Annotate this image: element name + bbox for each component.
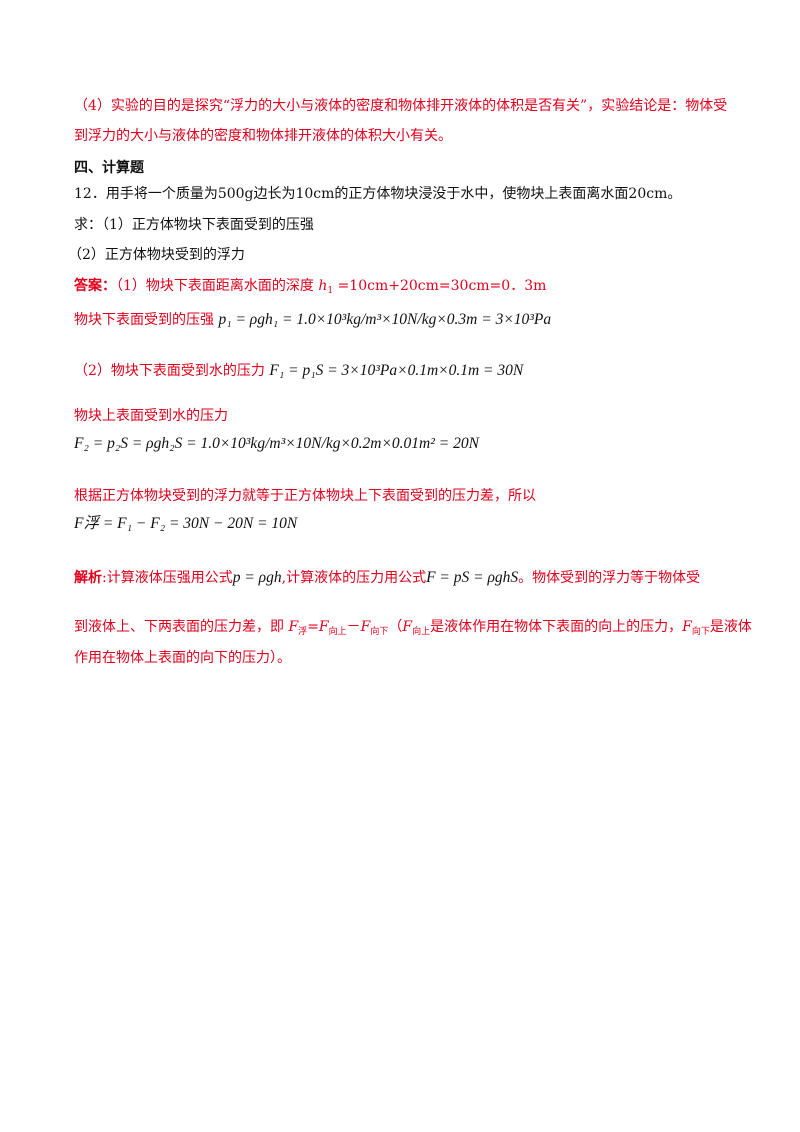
force-formula: F = pS = ρghS <box>426 569 519 586</box>
question-12: 12．用手将一个质量为500g边长为10cm的正方体物块浸没于水中，使物块上表面… <box>74 186 682 202</box>
equals-sign: = <box>307 619 319 635</box>
force-subscript-upward-1: 向上 <box>328 627 347 637</box>
force-subscript-downward-1: 向下 <box>370 627 389 637</box>
top-force-text: 物块上表面受到水的压力 <box>74 408 228 424</box>
bottom-force-line: （2）物块下表面受到水的压力 F₁ = p₁S = 3×10³Pa×0.1m×0… <box>74 361 523 381</box>
answer-depth-prefix: （1）物块下表面距离水面的深度 <box>116 278 319 294</box>
force-symbol-2: F <box>318 619 329 635</box>
answer-depth-value: =10cm+20cm=30cm=0．3m <box>333 278 547 294</box>
buoyancy-equation-line: F浮 = F₁ − F₂ = 30N − 20N = 10N <box>74 514 297 534</box>
pressure-text: 物块下表面受到的压强 <box>74 312 214 328</box>
buoyancy-reason-text: 根据正方体物块受到的浮力就等于正方体物块上下表面受到的压力差，所以 <box>74 488 536 504</box>
pressure-equation: p₁ = ρgh₁ = 1.0×10³kg/m³×10N/kg×0.3m = 3… <box>218 311 552 328</box>
explanation-text-a: 计算液体压强用公式 <box>106 570 233 586</box>
section-heading: 四、计算题 <box>74 160 144 176</box>
explanation-text-c: 。物体受到的浮力等于物体受 <box>518 570 701 586</box>
explanation-line-2: 到液体上、下两表面的压力差，即 F浮=F向上－F向下（F向上是液体作用在物体下表… <box>74 617 752 642</box>
explanation2-text-d: 是液体 <box>709 619 752 635</box>
bottom-force-text: （2）物块下表面受到水的压力 <box>74 363 265 379</box>
force-subscript-downward-2: 向下 <box>691 627 710 637</box>
answer-label: 答案： <box>74 278 116 294</box>
force-symbol-3: F <box>360 619 371 635</box>
explanation-line-3: 作用在物体上表面的向下的压力）。 <box>74 650 291 666</box>
force-subscript-upward-2: 向上 <box>412 627 431 637</box>
top-force-equation: F₂ = p₂S = ρgh₂S = 1.0×10³kg/m³×10N/kg×0… <box>74 435 479 452</box>
explanation-text-b: ,计算液体的压力用公式 <box>281 570 427 586</box>
explanation2-text-a: 到液体上、下两表面的压力差，即 <box>74 619 289 635</box>
explanation-line-1: 解析:计算液体压强用公式p = ρgh,计算液体的压力用公式F = pS = ρ… <box>74 568 700 588</box>
pressure-formula: p = ρgh <box>232 569 282 586</box>
explanation2-paren: （ <box>388 619 403 635</box>
explanation-colon: : <box>102 570 107 586</box>
pressure-line: 物块下表面受到的压强 p₁ = ρgh₁ = 1.0×10³kg/m³×10N/… <box>74 310 551 330</box>
force-subscript-buoyancy: 浮 <box>298 627 308 637</box>
explanation2-text-c: 是液体作用在物体下表面的向上的压力， <box>430 619 683 635</box>
force-symbol-5: F <box>682 619 692 635</box>
answer-line-4-part1: （4）实验的目的是探究“浮力的大小与液体的密度和物体排开液体的体积是否有关”，实… <box>74 98 728 114</box>
buoyancy-equation: F浮 = F₁ − F₂ = 30N − 20N = 10N <box>74 515 298 532</box>
force-symbol-4: F <box>402 619 413 635</box>
top-force-equation-line: F₂ = p₂S = ρgh₂S = 1.0×10³kg/m³×10N/kg×0… <box>74 434 479 454</box>
answer-line-4-part2: 到浮力的大小与液体的密度和物体排开液体的体积大小有关。 <box>74 128 452 144</box>
bottom-force-equation: F₁ = p₁S = 3×10³Pa×0.1m×0.1m = 30N <box>269 362 524 379</box>
depth-symbol: h <box>318 278 328 294</box>
explanation-label: 解析 <box>74 570 102 586</box>
depth-subscript: 1 <box>327 286 334 296</box>
question-ask-1: 求：（1）正方体物块下表面受到的压强 <box>74 217 314 233</box>
minus-sign: － <box>346 619 361 635</box>
force-symbol-1: F <box>288 619 299 635</box>
answer-depth-line: 答案：（1）物块下表面距离水面的深度 h1 =10cm+20cm=30cm=0．… <box>74 276 546 296</box>
question-ask-2: （2）正方体物块受到的浮力 <box>68 247 245 263</box>
